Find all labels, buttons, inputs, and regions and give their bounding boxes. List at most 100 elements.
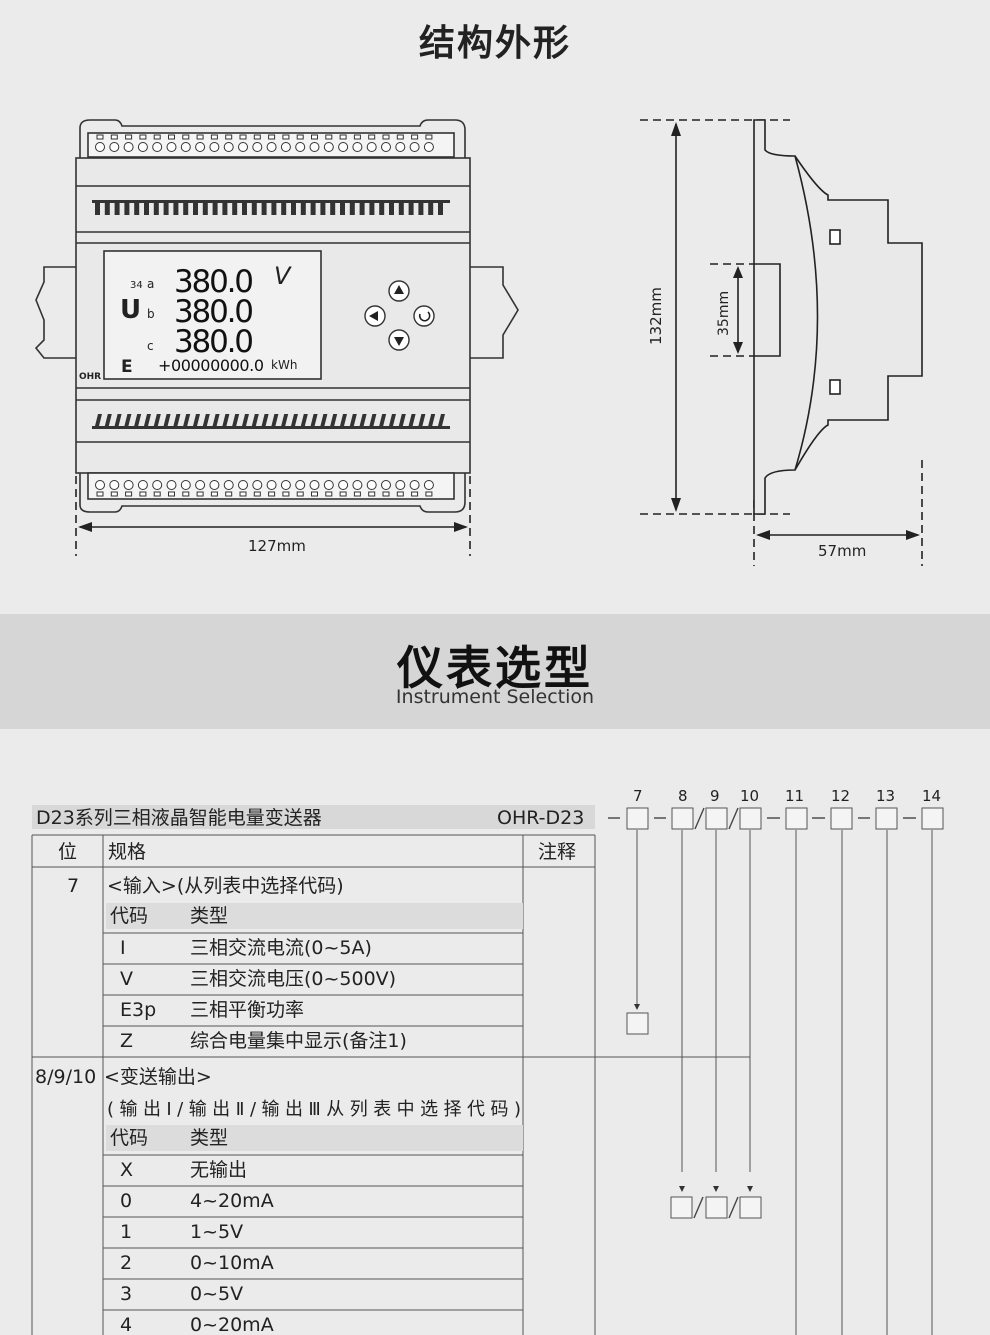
phase-c-label: c — [147, 339, 154, 353]
header-spec: 规格 — [108, 841, 146, 863]
group7-pos: 7 — [67, 875, 79, 897]
terminal-screw-icon — [209, 142, 220, 152]
terminal-screw-icon — [152, 480, 163, 490]
group7-code-3: Z — [120, 1030, 133, 1052]
group8-title: <变送输出> — [104, 1066, 212, 1088]
terminal-screw-icon — [109, 480, 120, 490]
group7-code-1: V — [120, 968, 133, 990]
group7-type-2: 三相平衡功率 — [190, 999, 304, 1021]
terminal-screw-icon — [137, 480, 148, 490]
terminal-screw-icon — [309, 142, 320, 152]
terminal-screw-icon — [395, 480, 406, 490]
terminal-screw-icon — [195, 142, 206, 152]
display-value-a: 380.0 — [174, 264, 254, 300]
pos-9: 9 — [710, 787, 720, 805]
group8-code-0: X — [120, 1159, 133, 1181]
group7-type-header: 类型 — [190, 905, 228, 927]
terminal-screw-icon — [381, 142, 391, 152]
group8-code-header: 代码 — [110, 1127, 148, 1149]
width-dimension: 127mm — [248, 537, 306, 555]
terminal-screw-icon — [366, 142, 377, 152]
group8-type-2: 1~5V — [190, 1221, 243, 1243]
terminal-screw-icon — [409, 480, 420, 490]
pos-10: 10 — [740, 787, 759, 805]
brand-logo: OHR — [79, 372, 101, 382]
unit-v: V — [274, 262, 292, 290]
group8-type-header: 类型 — [190, 1127, 228, 1149]
terminal-screw-icon — [352, 480, 363, 490]
terminal-screw-icon — [309, 480, 320, 490]
terminal-screw-icon — [323, 480, 334, 490]
group8-code-2: 1 — [120, 1221, 132, 1243]
terminal-screw-icon — [366, 480, 377, 490]
terminal-screw-icon — [338, 142, 349, 152]
group7-code-2: E3p — [120, 999, 156, 1021]
energy-unit: kWh — [271, 358, 297, 372]
phase-b-label: b — [147, 307, 155, 321]
terminal-screw-icon — [252, 142, 263, 152]
terminal-screw-icon — [381, 480, 391, 490]
terminal-screw-icon — [95, 142, 105, 152]
group8-code-1: 0 — [120, 1190, 132, 1212]
energy-label: E — [121, 357, 133, 377]
terminal-screw-icon — [180, 480, 191, 490]
terminal-screw-icon — [338, 480, 349, 490]
pos-11: 11 — [785, 787, 804, 805]
pos-8: 8 — [678, 787, 688, 805]
indicator-small: 34 — [130, 280, 143, 291]
terminal-screw-icon — [166, 142, 177, 152]
display-value-b: 380.0 — [174, 294, 254, 330]
product-name: D23系列三相液晶智能电量变送器 — [36, 807, 322, 829]
phase-a-label: a — [147, 277, 154, 291]
group8-type-5: 0~20mA — [190, 1314, 274, 1335]
front-view-drawing: 34 U a b c 380.0 380.0 380.0 V E +000000… — [34, 119, 519, 556]
terminal-screw-icon — [209, 480, 220, 490]
model-code: OHR-D23 — [497, 807, 584, 829]
group7-code-header: 代码 — [110, 905, 148, 927]
group7-title: <输入>(从列表中选择代码) — [107, 875, 344, 897]
group7-type-3: 综合电量集中显示(备注1) — [190, 1030, 407, 1052]
energy-value: +00000000.0 — [158, 356, 264, 375]
terminal-screw-icon — [295, 142, 306, 152]
terminal-screw-icon — [123, 480, 134, 490]
terminal-screw-icon — [166, 480, 177, 490]
group8-pos: 8/9/10 — [35, 1066, 96, 1088]
group8-type-3: 0~10mA — [190, 1252, 274, 1274]
group8-type-1: 4~20mA — [190, 1190, 274, 1212]
group8-subtitle: (输出Ⅰ/输出Ⅱ/输出Ⅲ从列表中选择代码) — [107, 1099, 521, 1120]
terminal-screw-icon — [238, 142, 248, 152]
selection-title: 仪表选型 — [397, 641, 593, 695]
terminal-screw-icon — [266, 142, 277, 152]
pos-13: 13 — [876, 787, 895, 805]
terminal-screw-icon — [95, 480, 105, 490]
terminal-screw-icon — [137, 142, 148, 152]
terminal-screw-icon — [109, 142, 120, 152]
group7-type-0: 三相交流电流(0~5A) — [190, 937, 372, 959]
group8-type-4: 0~5V — [190, 1283, 243, 1305]
group7-type-1: 三相交流电压(0~500V) — [190, 968, 396, 990]
selection-table: D23系列三相液晶智能电量变送器 OHR-D23 位 规格 注释 7 <输入>(… — [31, 787, 944, 1335]
terminal-screw-icon — [395, 142, 406, 152]
enter-arrow-icon — [418, 311, 431, 322]
selection-banner — [0, 614, 990, 729]
header-note: 注释 — [538, 841, 576, 863]
terminal-screw-icon — [152, 142, 163, 152]
structure-title: 结构外形 — [418, 23, 571, 64]
terminal-screw-icon — [352, 142, 363, 152]
terminal-screw-icon — [280, 142, 291, 152]
group8-code-4: 3 — [120, 1283, 132, 1305]
group8-code-5: 4 — [120, 1314, 132, 1335]
group8-code-3: 2 — [120, 1252, 132, 1274]
height-dimension: 132mm — [647, 287, 665, 345]
terminal-screw-icon — [409, 142, 420, 152]
header-pos: 位 — [58, 841, 77, 863]
terminal-screw-icon — [266, 480, 277, 490]
terminal-screw-icon — [280, 480, 291, 490]
terminal-screw-icon — [295, 480, 306, 490]
depth-dimension: 57mm — [818, 542, 866, 560]
terminal-screw-icon — [180, 142, 191, 152]
indicator-u: U — [120, 295, 141, 325]
terminal-screw-icon — [223, 480, 234, 490]
enter-button-icon — [413, 305, 435, 327]
group7-code-0: I — [120, 937, 126, 959]
